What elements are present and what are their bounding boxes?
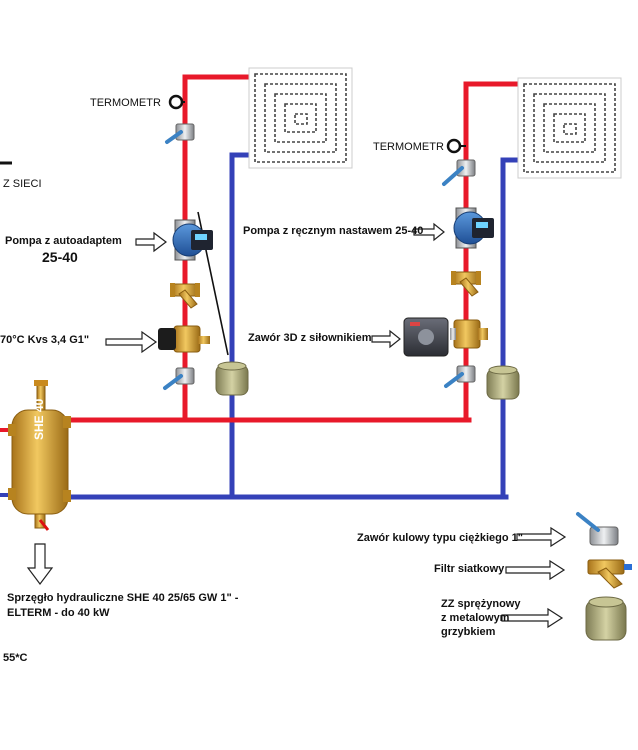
network-label: Z SIECI xyxy=(3,178,42,190)
ball-valve-icon xyxy=(165,123,195,144)
check-valve-icon xyxy=(215,361,249,396)
circulation-pump-icon xyxy=(172,219,213,261)
ball-valve-icon xyxy=(163,367,195,390)
thermometer-icon xyxy=(168,94,185,110)
separator-body-label: SHE 40 xyxy=(32,398,46,440)
temperature-label: 55*C xyxy=(3,652,28,664)
legend-filter-label: Filtr siatkowy xyxy=(434,563,505,575)
arrow-icon xyxy=(105,330,158,354)
check-valve-icon xyxy=(486,365,520,400)
arrow-icon xyxy=(516,526,567,548)
arrow-icon xyxy=(26,543,54,585)
separator-label-line2: ELTERM - do 40 kW xyxy=(7,607,110,619)
thermometer-label-right: TERMOMETR xyxy=(373,141,444,153)
strainer-filter-icon xyxy=(587,559,632,589)
circulation-pump-icon xyxy=(453,207,494,249)
separator-label-line1: Sprzęgło hydrauliczne SHE 40 25/65 GW 1"… xyxy=(7,592,239,604)
arrow-icon xyxy=(371,329,401,349)
ball-valve-icon xyxy=(444,365,476,388)
return-pipes xyxy=(67,152,523,500)
thermometer-label-left: TERMOMETR xyxy=(90,97,161,109)
check-valve-icon xyxy=(585,596,627,641)
thermostatic-valve-icon xyxy=(158,325,210,353)
arrow-icon xyxy=(135,231,167,253)
auto-pump-size-label: 25-40 xyxy=(42,249,78,265)
auto-pump-label: Pompa z autoadaptem xyxy=(5,235,122,247)
underfloor-coil-icon xyxy=(517,77,622,179)
supply-pipes xyxy=(67,74,523,423)
strainer-filter-icon xyxy=(451,271,481,297)
thermometer-icon xyxy=(446,138,466,154)
manual-pump-label: Pompa z ręcznym nastawem 25-40 xyxy=(243,225,424,237)
legend-check-valve-label-line3: grzybkiem xyxy=(441,626,496,638)
arrow-icon xyxy=(413,222,445,242)
three-way-valve-label: Zawór 3D z siłownikiem xyxy=(248,332,372,344)
ball-valve-icon xyxy=(576,512,619,546)
ball-valve-icon xyxy=(442,159,476,186)
actuator-icon xyxy=(403,317,449,357)
three-way-valve-icon xyxy=(450,319,488,349)
hydraulic-separator-icon xyxy=(8,380,71,531)
underfloor-coil-icon xyxy=(248,67,353,169)
legend-check-valve-label-line2: z metalowym xyxy=(441,612,510,624)
legend-check-valve-label-line1: ZZ sprężynowy xyxy=(441,598,521,610)
thermostatic-valve-label: 70°C Kvs 3,4 G1" xyxy=(0,334,90,346)
legend-ball-valve-label: Zawór kulowy typu ciężkiego 1" xyxy=(357,532,523,544)
strainer-filter-icon xyxy=(170,283,200,309)
arrow-icon xyxy=(505,559,566,581)
arrow-icon xyxy=(501,607,564,629)
